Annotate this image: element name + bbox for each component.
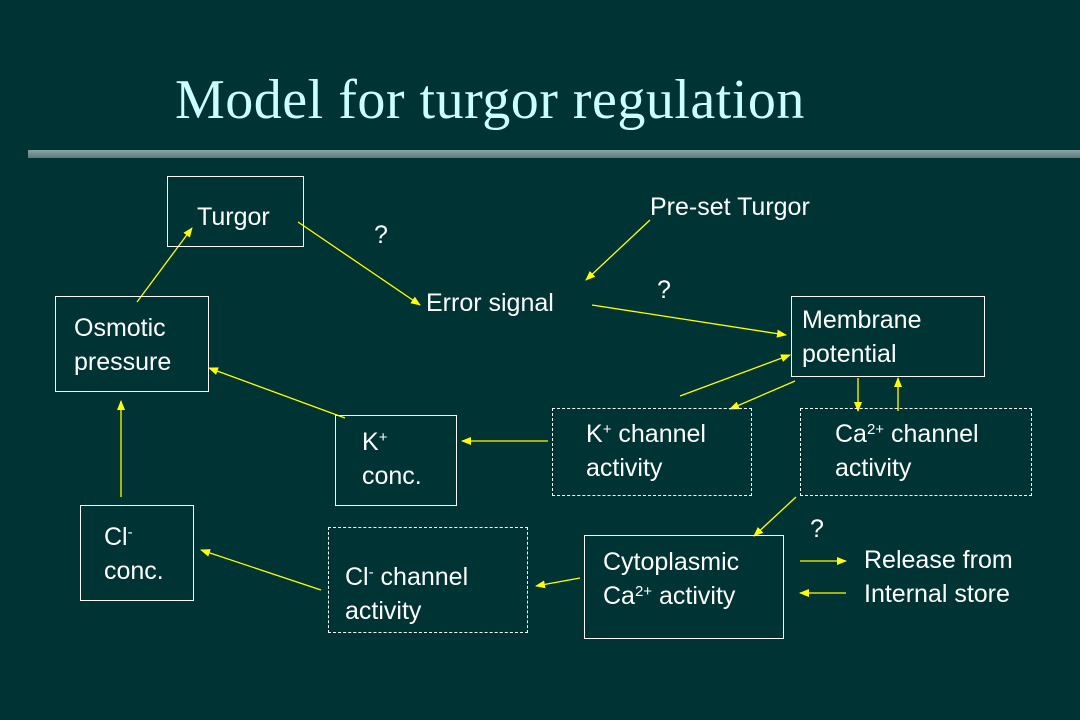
slide-title: Model for turgor regulation [175, 69, 805, 131]
cytoplasmic-ca-label: Cytoplasmic Ca2+ activity [603, 548, 740, 610]
cl-conc-box [80, 505, 194, 601]
membrane-potential-box [791, 296, 985, 377]
arrow-cyto-to-clchannel [535, 577, 581, 589]
arrow-preset-to-error [585, 219, 651, 281]
arrow-membrane-to-kchannel [729, 380, 796, 410]
arrow-cachannel-to-cyto [753, 496, 797, 537]
membrane-potential-label: Membrane potential [802, 306, 922, 368]
cl-conc-label: Cl- conc. [104, 523, 164, 585]
k-channel-box [552, 408, 752, 496]
question-mark-1: ? [374, 221, 388, 249]
preset-turgor-label: Pre-set Turgor [650, 193, 810, 221]
ca-channel-label: Ca2+ channel activity [835, 420, 979, 482]
cl-channel-label: Cl- channel activity [345, 563, 469, 625]
osmotic-pressure-box [55, 296, 209, 392]
turgor-label: Turgor [197, 203, 270, 231]
arrow-kconc-to-osmotic [208, 367, 346, 419]
release-store-label: Release from Internal store [864, 546, 1013, 608]
k-conc-label: K+ conc. [362, 428, 422, 490]
cytoplasmic-ca-box [584, 535, 784, 639]
ca-channel-box [800, 408, 1032, 496]
arrow-kchannel-to-membrane [679, 354, 791, 397]
arrow-clchannel-to-clconc [200, 549, 322, 591]
question-mark-3: ? [810, 515, 824, 543]
osmotic-pressure-label: Osmotic pressure [74, 314, 172, 376]
arrow-turgor-to-error [297, 221, 421, 306]
question-mark-2: ? [657, 276, 671, 304]
arrow-error-to-membrane [591, 304, 787, 338]
title-divider [28, 150, 1080, 158]
error-signal-label: Error signal [426, 289, 554, 317]
k-conc-box [335, 415, 457, 506]
arrow-osmotic-to-turgor [136, 227, 193, 303]
k-channel-label: K+ channel activity [586, 420, 706, 482]
turgor-box [167, 176, 304, 247]
cl-channel-box [328, 527, 528, 633]
